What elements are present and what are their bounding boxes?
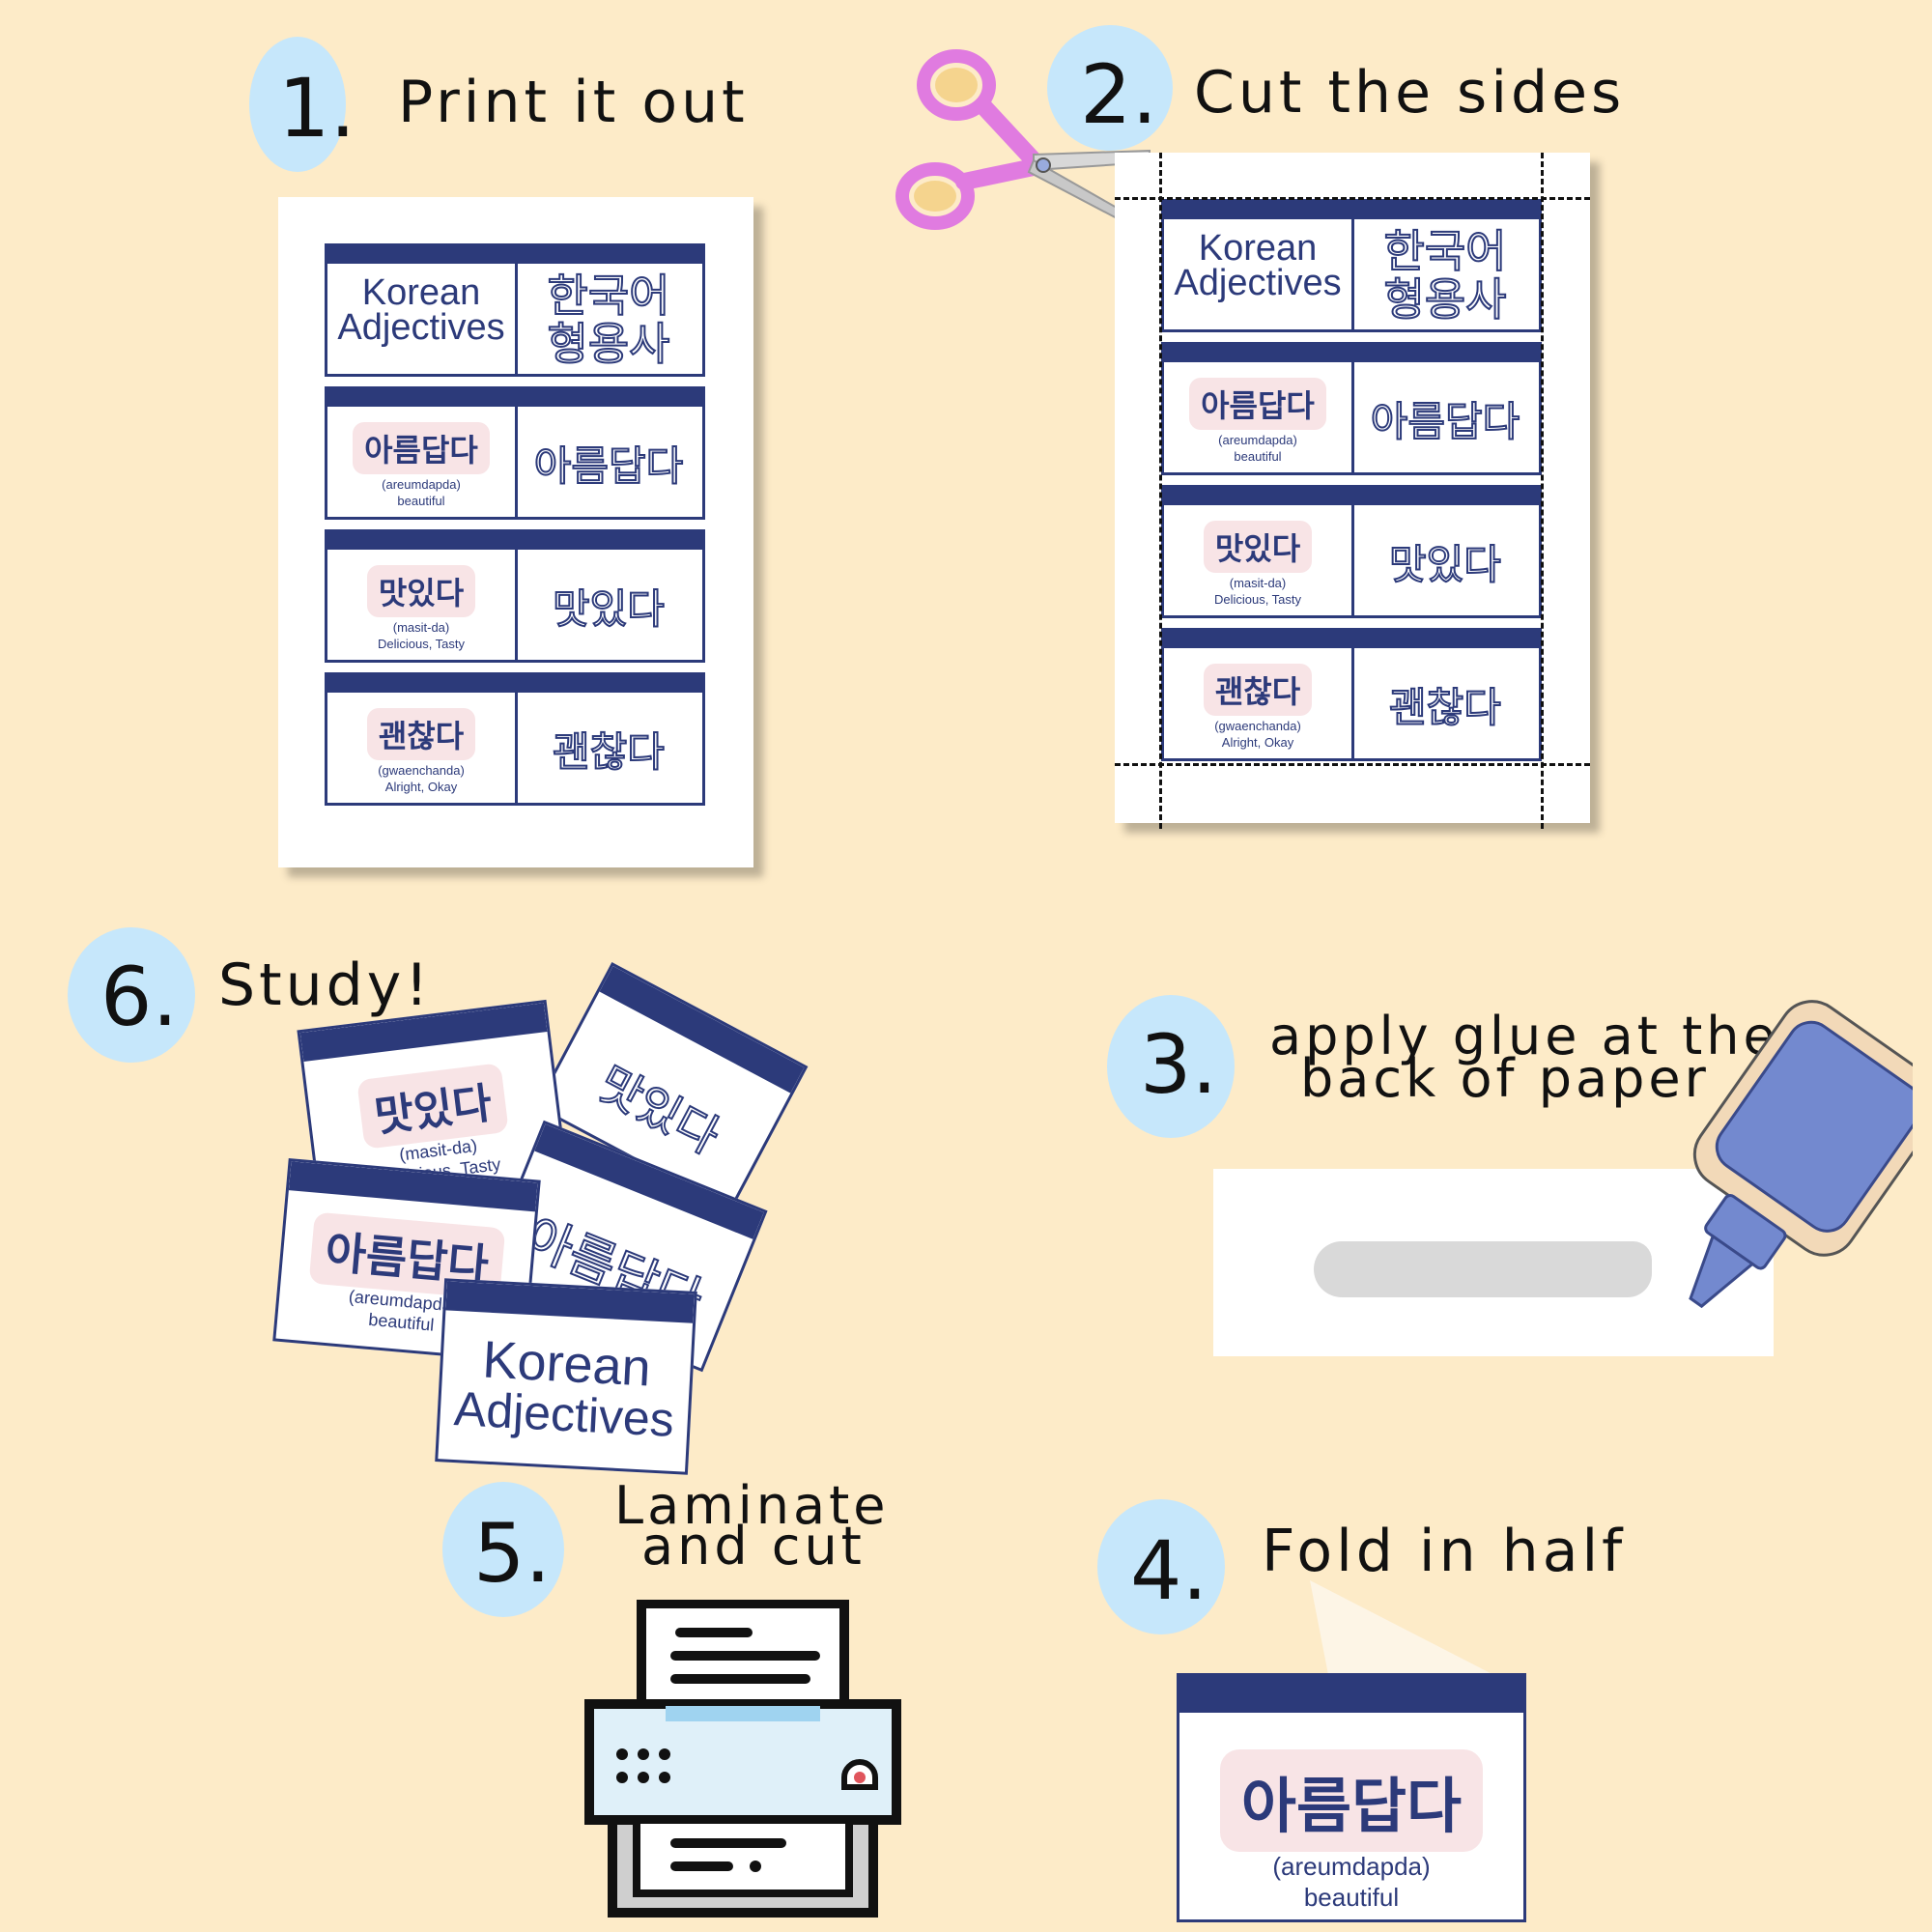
step-5-badge xyxy=(442,1482,564,1617)
card-title-en-1: Korean xyxy=(361,272,481,313)
card-word-1-cut: 아름답다 (areumdapda) beautiful 아름답다 xyxy=(1161,342,1542,475)
card-word-3-cut: 괜찮다 (gwaenchanda) Alright, Okay 괜찮다 xyxy=(1161,628,1542,761)
cut-line-top xyxy=(1115,197,1590,200)
step-2-badge xyxy=(1047,25,1173,151)
step-5-number: 5. xyxy=(473,1506,552,1601)
card2-word-2-meaning: Delicious, Tasty xyxy=(1213,592,1302,607)
card2-word-3-meaning: Alright, Okay xyxy=(1221,735,1294,750)
study-card-title: Korean Adjectives xyxy=(435,1278,697,1475)
step-5-label-line2: and cut xyxy=(641,1516,866,1577)
step-1-badge xyxy=(249,37,346,172)
step-3-badge xyxy=(1107,995,1235,1138)
card-title-ko-2: 형용사 xyxy=(547,318,671,370)
step-5-label-line1: Laminate xyxy=(614,1475,890,1536)
glue-smear xyxy=(1314,1241,1652,1297)
card2-word-3-romanization: (gwaenchanda) xyxy=(1214,719,1301,733)
card2-word-2-outline: 맛있다 xyxy=(1388,540,1502,589)
study-title-en-2: Adjectives xyxy=(452,1381,676,1447)
cut-line-right xyxy=(1541,153,1544,829)
step-4-badge xyxy=(1097,1499,1225,1634)
word-3-romanization: (gwaenchanda) xyxy=(378,763,465,778)
cut-line-bottom xyxy=(1115,763,1590,766)
step-1-label: Print it out xyxy=(398,69,749,136)
card2-word-1-meaning: beautiful xyxy=(1234,449,1282,464)
card2-word-1-romanization: (areumdapda) xyxy=(1218,433,1297,447)
card2-title-ko-2: 형용사 xyxy=(1383,273,1508,326)
folded-card: 아름답다 (areumdapda) beautiful xyxy=(1177,1673,1526,1922)
card2-word-1-outline: 아름답다 xyxy=(1370,397,1521,446)
card2-word-3-outline: 괜찮다 xyxy=(1388,683,1502,732)
card-word-1: 아름답다 (areumdapda) beautiful 아름답다 xyxy=(325,386,705,520)
laminator-printer-icon xyxy=(584,1600,901,1918)
word-3-outline: 괜찮다 xyxy=(552,727,666,777)
fold-flap xyxy=(1310,1580,1517,1687)
word-1-outline: 아름답다 xyxy=(533,441,685,491)
step-3-number: 3. xyxy=(1140,1017,1218,1112)
step-3-label-line2: back of paper xyxy=(1300,1048,1710,1109)
card2-title-en-1: Korean xyxy=(1198,228,1318,269)
card-title-ko-1: 한국어 xyxy=(547,270,671,322)
folded-card-korean: 아름답다 xyxy=(1219,1749,1484,1852)
folded-card-meaning: beautiful xyxy=(1303,1883,1400,1912)
word-3-korean: 괜찮다 xyxy=(366,708,476,760)
step-3-label-line1: apply glue at the xyxy=(1269,1006,1779,1066)
scissors-icon xyxy=(895,49,1151,230)
word-3-meaning: Alright, Okay xyxy=(384,780,458,794)
card-word-2-cut: 맛있다 (masit-da) Delicious, Tasty 맛있다 xyxy=(1161,485,1542,618)
word-2-romanization: (masit-da) xyxy=(392,620,450,635)
step-2-number: 2. xyxy=(1080,47,1158,142)
card2-word-1-korean: 아름답다 xyxy=(1189,378,1326,430)
card2-word-2-romanization: (masit-da) xyxy=(1229,576,1287,590)
card-word-3: 괜찮다 (gwaenchanda) Alright, Okay 괜찮다 xyxy=(325,672,705,806)
card2-title-ko-1: 한국어 xyxy=(1383,225,1508,277)
word-2-meaning: Delicious, Tasty xyxy=(377,637,466,651)
step-1-number: 1. xyxy=(278,61,356,156)
cut-line-left xyxy=(1159,153,1162,829)
folded-card-romanization: (areumdapda) xyxy=(1272,1852,1431,1881)
word-1-meaning: beautiful xyxy=(397,494,445,508)
word-2-korean: 맛있다 xyxy=(366,565,476,617)
step-6-label: Study! xyxy=(218,952,433,1019)
card2-title-en-2: Adjectives xyxy=(1174,263,1342,303)
word-1-korean: 아름답다 xyxy=(353,422,490,474)
step-6-number: 6. xyxy=(100,950,179,1044)
glue-bottle-icon xyxy=(1689,1000,1913,1309)
word-2-outline: 맛있다 xyxy=(552,584,666,634)
card-title-en-2: Adjectives xyxy=(337,307,505,348)
card2-word-3-korean: 괜찮다 xyxy=(1203,664,1313,716)
step-4-number: 4. xyxy=(1130,1523,1208,1618)
card2-word-2-korean: 맛있다 xyxy=(1203,521,1313,573)
card-word-2: 맛있다 (masit-da) Delicious, Tasty 맛있다 xyxy=(325,529,705,663)
step-4-label: Fold in half xyxy=(1262,1518,1627,1585)
step-2-label: Cut the sides xyxy=(1194,59,1626,127)
step-6-badge xyxy=(68,927,195,1063)
word-1-romanization: (areumdapda) xyxy=(382,477,461,492)
